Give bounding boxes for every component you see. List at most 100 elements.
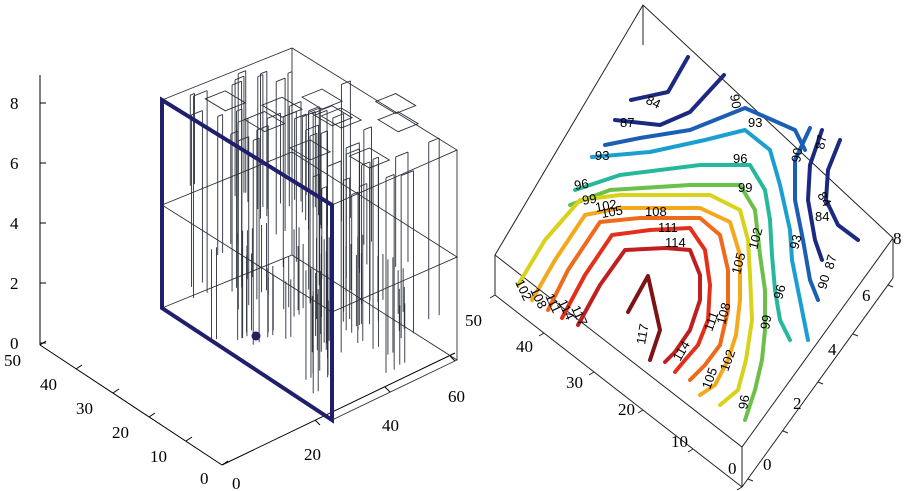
wall-top xyxy=(385,174,395,179)
contour-label-87b: 87 xyxy=(812,134,829,151)
x-tick-0: 0 xyxy=(232,474,241,491)
room-outline xyxy=(348,147,391,169)
wall-top xyxy=(238,70,246,75)
contour-label-105b: 105 xyxy=(728,251,748,276)
contour-box xyxy=(489,4,894,491)
contour-99 xyxy=(568,183,767,422)
contour-87-right xyxy=(806,128,824,262)
wall-top xyxy=(305,124,319,131)
room-outline xyxy=(301,88,344,110)
contour-label-114a: 114 xyxy=(665,235,686,250)
wall-top xyxy=(191,110,203,116)
wall-top xyxy=(302,111,316,118)
y-tick-30: 30 xyxy=(76,399,93,418)
wall-top xyxy=(217,114,223,117)
contour-label-105c: 105 xyxy=(699,366,721,392)
contour-right-tick-4: 4 xyxy=(828,340,837,359)
building-mid-slab xyxy=(161,151,458,313)
contour-114 xyxy=(576,246,702,364)
front-left-axis xyxy=(494,294,743,488)
contour-label-102c: 102 xyxy=(717,348,739,374)
contour-102 xyxy=(516,193,754,407)
room-outline xyxy=(377,111,420,133)
wall-top xyxy=(428,137,440,143)
contour-111 xyxy=(560,226,712,374)
z-tick-6: 6 xyxy=(10,154,19,173)
room-outline xyxy=(261,96,304,118)
y-tick-10: 10 xyxy=(150,447,167,466)
room-outline xyxy=(243,111,286,133)
wall-top xyxy=(267,112,281,119)
room-outline xyxy=(374,93,417,115)
contour-label-99a: 99 xyxy=(738,180,752,195)
contour-left-tick-10: 10 xyxy=(671,432,688,451)
building-wireframe xyxy=(161,47,458,421)
wall-top xyxy=(308,107,321,113)
wall-top xyxy=(257,74,264,78)
z-tick-2: 2 xyxy=(10,274,19,293)
z-tick-0: 0 xyxy=(10,334,19,353)
wall-top xyxy=(287,71,293,74)
room-outline xyxy=(320,107,363,129)
contour-left-tick-20: 20 xyxy=(618,400,635,419)
contour-label-93a: 93 xyxy=(748,115,762,130)
contour-label-84c: 84 xyxy=(815,209,829,224)
wall-top xyxy=(372,156,379,160)
contour-left-tick-50: 50 xyxy=(465,311,482,330)
contour-84-right xyxy=(824,138,860,242)
y-axis-line xyxy=(39,344,223,466)
contour-label-90b: 90 xyxy=(788,147,805,164)
contour-117 xyxy=(626,274,662,362)
left-3d-plot: 0 2 4 6 8 0 10 20 30 40 50 0 20 40 60 xyxy=(4,47,465,491)
contour-90-right xyxy=(793,126,820,302)
contour-label-90c: 90 xyxy=(814,273,832,291)
room-outline xyxy=(311,105,354,127)
y-tick-40: 40 xyxy=(40,375,57,394)
x-tick-60: 60 xyxy=(448,387,465,406)
wall-top xyxy=(312,173,320,178)
wall-top xyxy=(332,113,344,119)
right-contour-plot: 0 10 20 30 40 50 0 2 4 6 8 xyxy=(465,4,902,491)
section-plane-frame xyxy=(160,96,334,424)
contour-96 xyxy=(573,163,792,342)
wall-top xyxy=(351,191,359,196)
contour-left-tick-40: 40 xyxy=(516,337,533,356)
contour-84-top xyxy=(629,55,690,102)
wall-top xyxy=(193,90,208,97)
contour-87-top xyxy=(613,73,726,127)
x-axis-line xyxy=(221,352,456,466)
wall-top xyxy=(395,151,409,158)
contour-label-105a: 105 xyxy=(600,202,624,221)
contour-left-tick-30: 30 xyxy=(566,373,583,392)
wall-top xyxy=(321,186,327,189)
contour-label-114b: 114 xyxy=(670,338,693,363)
y-tick-0: 0 xyxy=(200,469,209,488)
contour-label-96b: 96 xyxy=(573,176,590,193)
wall-top xyxy=(231,80,242,86)
contour-label-111a: 111 xyxy=(658,220,678,235)
contour-label-84b: 84 xyxy=(814,189,834,209)
contour-label-108a: 108 xyxy=(645,204,667,219)
left-axes xyxy=(39,75,456,466)
contour-label-96c: 96 xyxy=(770,283,788,301)
contour-label-102a: 102 xyxy=(594,196,618,215)
x-tick-40: 40 xyxy=(382,416,399,435)
wall-top xyxy=(236,108,243,112)
contour-label-87c: 87 xyxy=(821,253,839,271)
contour-left-tick-0: 0 xyxy=(728,459,737,478)
x-tick-20: 20 xyxy=(304,445,321,464)
contour-105 xyxy=(530,206,742,397)
wall-top xyxy=(308,106,320,112)
z-tick-8: 8 xyxy=(10,94,19,113)
wall-top xyxy=(346,148,360,155)
contour-93 xyxy=(590,128,810,342)
contour-right-tick-0: 0 xyxy=(763,455,772,474)
wall-top xyxy=(345,142,360,149)
contour-lines xyxy=(516,55,860,422)
y-tick-20: 20 xyxy=(112,423,129,442)
contour-90 xyxy=(603,106,807,152)
wall-top xyxy=(260,70,268,75)
room-outline xyxy=(289,139,332,161)
contour-label-84a: 84 xyxy=(644,92,663,112)
